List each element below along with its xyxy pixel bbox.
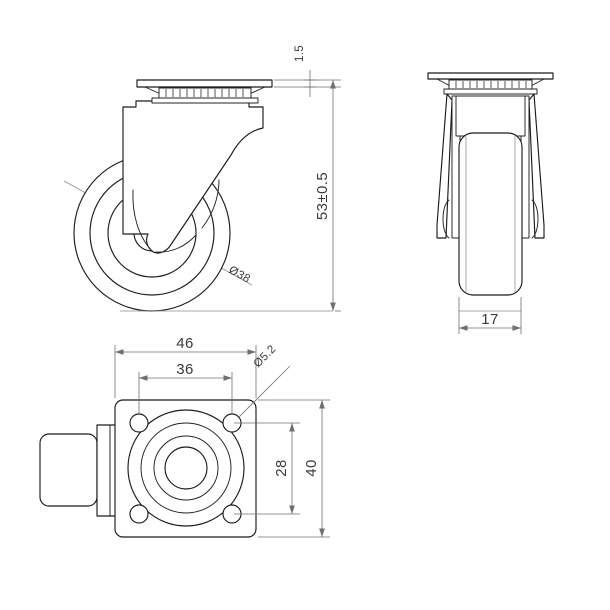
plate-thickness-label: 1.5 <box>294 45 306 62</box>
bearing-balls-side <box>455 81 527 88</box>
side-view-dimensions: 17 <box>458 297 522 334</box>
side-view <box>427 72 554 312</box>
bearing-balls <box>165 89 244 97</box>
axle-boss-right <box>531 199 539 239</box>
top-plate-view <box>39 399 257 538</box>
bolt-hole-top-left <box>129 413 149 433</box>
wheel-side-body <box>458 132 523 296</box>
plate-depth-label: 40 <box>303 459 320 477</box>
ball-race-housing-side <box>448 79 533 90</box>
wheel-width-label: 17 <box>481 311 499 328</box>
caster-fork-body <box>122 100 264 254</box>
swivel-collar <box>151 97 259 104</box>
top-view-dimensions: 46 36 Ø5.2 28 40 <box>114 335 330 538</box>
hole-spacing-x-label: 36 <box>176 361 194 378</box>
fork-leg-right <box>528 93 545 239</box>
swivel-collar-side <box>443 88 538 95</box>
fork-lower-edge <box>155 234 197 253</box>
plate-width-label: 46 <box>176 335 194 352</box>
fork-leg-left <box>436 93 453 239</box>
axle-boss-left <box>442 199 450 239</box>
front-view-dimensions: 1.5 53±0.5 <box>274 45 341 312</box>
top-plate-front <box>136 79 273 88</box>
swivel-kingpin-circle <box>164 446 208 490</box>
top-plate-assembly-front <box>136 79 273 104</box>
wheel-top-outline <box>39 433 98 507</box>
fork-inner-edge <box>132 189 153 252</box>
overall-height-label: 53±0.5 <box>314 172 331 220</box>
swivel-inner-circle <box>153 435 219 501</box>
leader-line-hole-diameter <box>237 365 291 419</box>
bolt-hole-bottom-left <box>129 504 149 524</box>
swivel-race-circle <box>140 422 232 514</box>
fork-rear-curve <box>201 179 220 229</box>
swivel-outer-circle <box>127 409 245 527</box>
top-plate-side <box>427 72 554 80</box>
mounting-plate-outline <box>114 399 257 538</box>
hole-spacing-y-label: 28 <box>273 459 290 477</box>
front-view: Ø38 <box>63 79 333 312</box>
fork-bracket-box <box>455 95 526 137</box>
